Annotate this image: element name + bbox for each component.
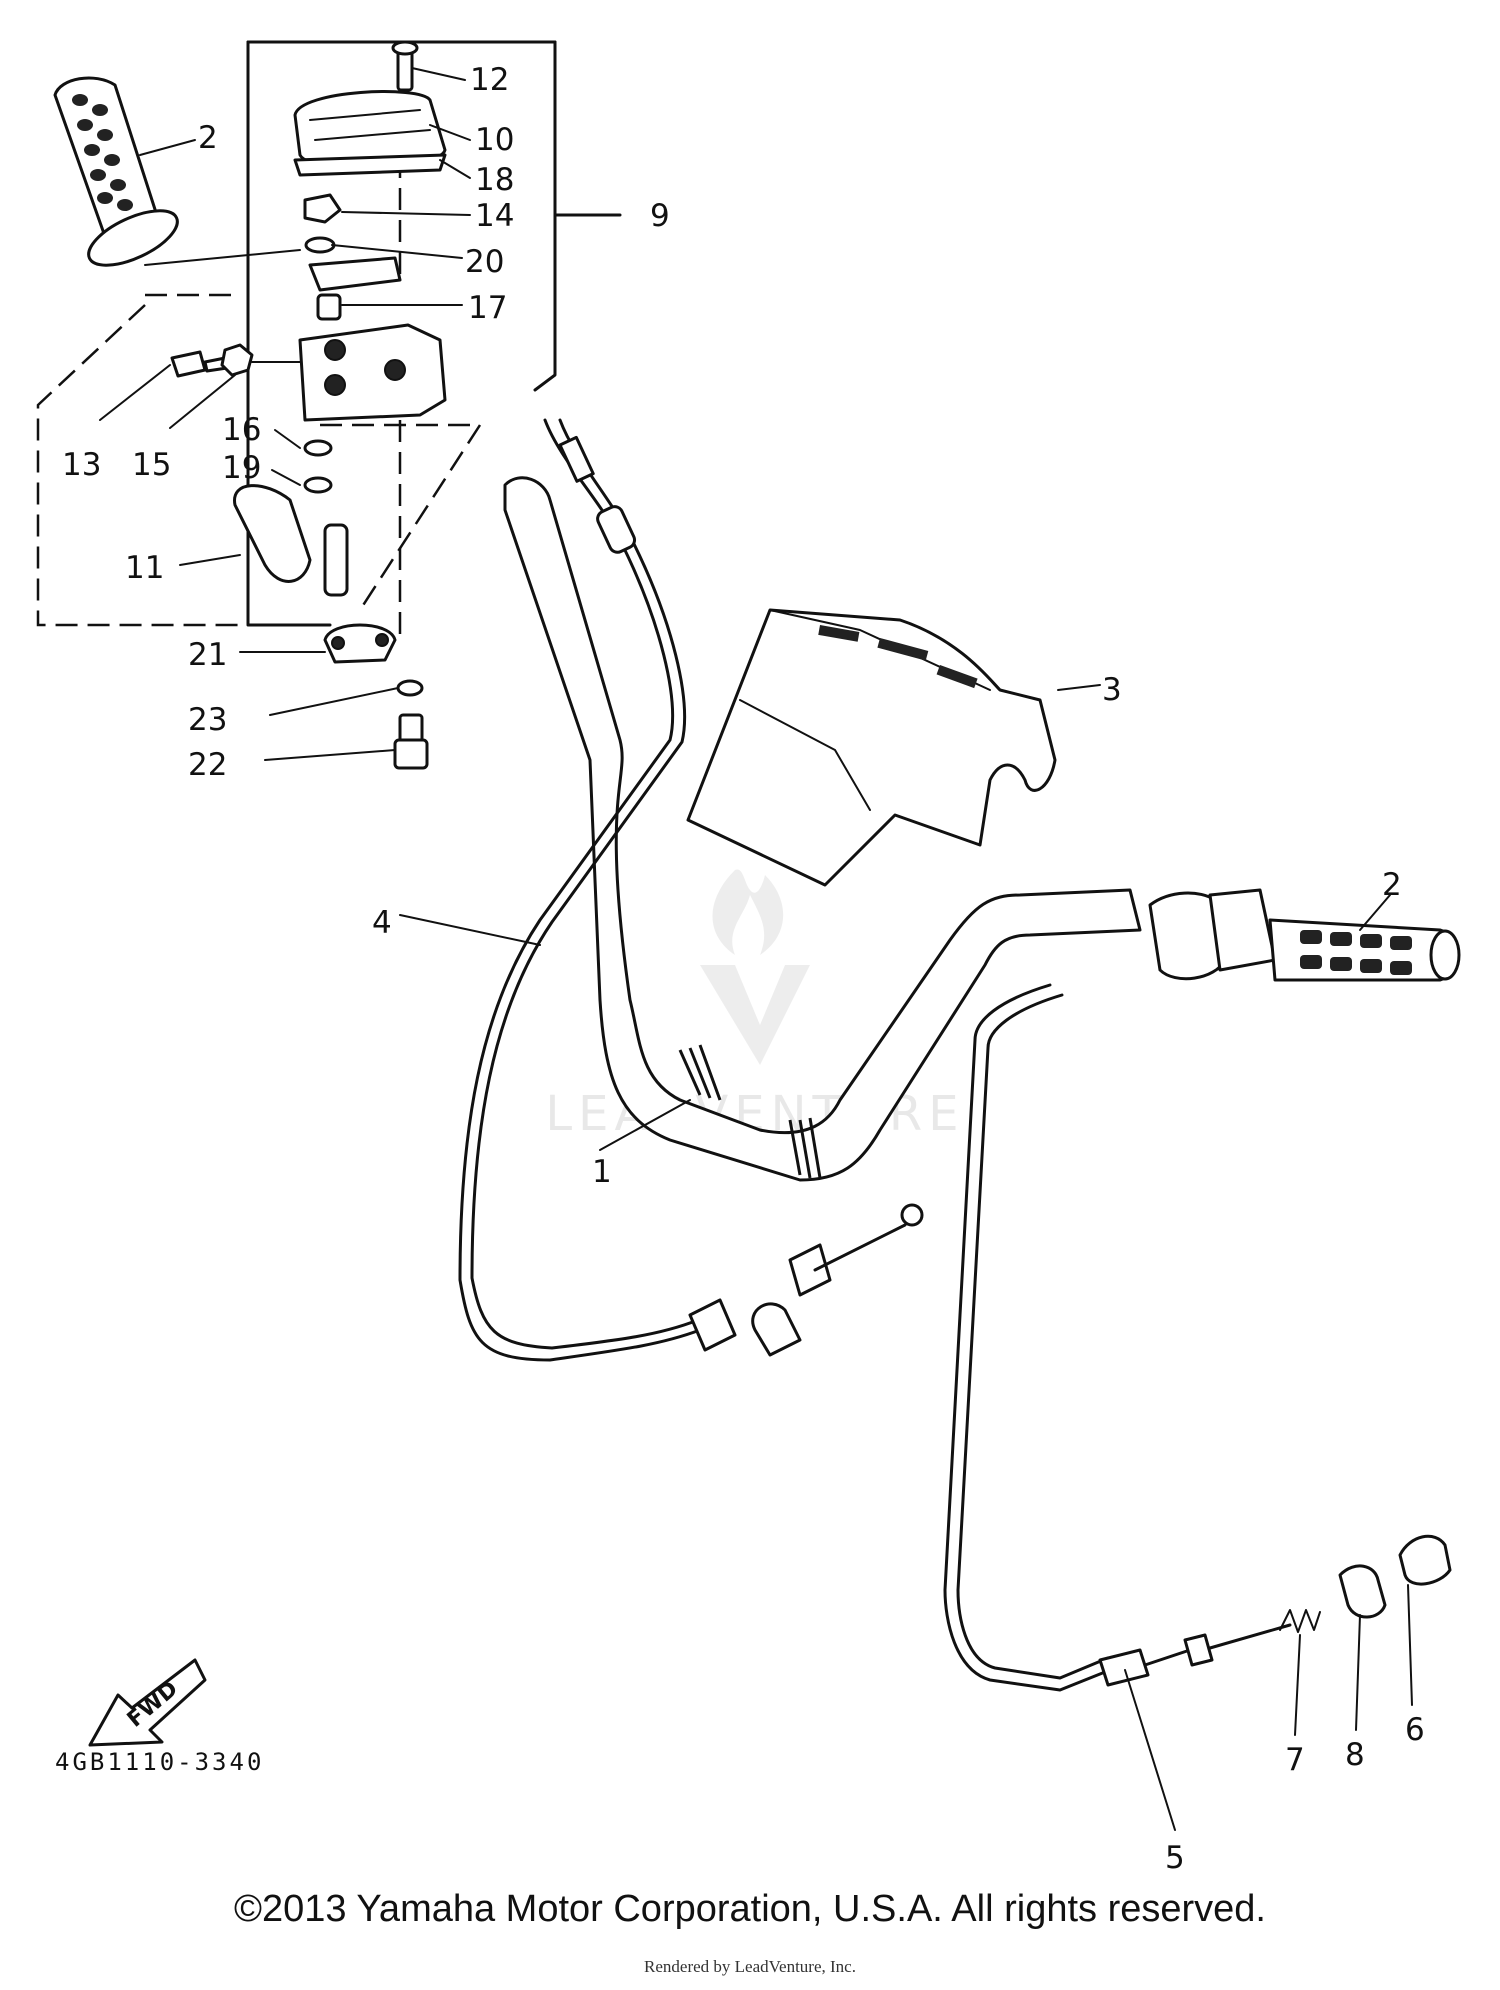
handlebar-cover <box>686 608 1057 887</box>
diagram-code: 4GB1110-3340 <box>55 1748 265 1776</box>
callout-5: 5 <box>1165 1840 1185 1876</box>
callout-19: 19 <box>222 450 261 486</box>
callout-8: 8 <box>1345 1737 1365 1773</box>
callout-3: 3 <box>1102 672 1122 708</box>
callout-1: 1 <box>592 1154 612 1190</box>
callout-17: 17 <box>468 290 507 326</box>
callout-21: 21 <box>188 637 227 673</box>
leader-lines <box>99 67 1413 1831</box>
left-grip <box>53 76 301 267</box>
callout-4: 4 <box>372 905 392 941</box>
fwd-arrow-icon: FWD <box>88 1658 207 1747</box>
callout-22: 22 <box>188 747 227 783</box>
callout-2-right-grip: 2 <box>1382 867 1402 903</box>
callout-20: 20 <box>465 244 504 280</box>
watermark-flame-icon <box>712 869 784 955</box>
callout-7: 7 <box>1285 1742 1305 1778</box>
callout-11: 11 <box>125 550 164 586</box>
rendered-by-credit: Rendered by LeadVenture, Inc. <box>644 1957 856 1976</box>
callout-10: 10 <box>475 122 514 158</box>
callout-16: 16 <box>222 412 261 448</box>
callout-2-left-grip: 2 <box>198 120 218 156</box>
cable-4 <box>458 418 924 1362</box>
callout-12: 12 <box>470 62 509 98</box>
callout-23: 23 <box>188 702 227 738</box>
callout-6: 6 <box>1405 1712 1425 1748</box>
callout-14: 14 <box>475 198 514 234</box>
right-grip-assembly <box>1148 888 1461 982</box>
handlebar <box>503 476 1142 1182</box>
callout-9: 9 <box>650 198 670 234</box>
watermark-v-icon <box>700 965 810 1065</box>
callout-labels: 1 2 2 3 4 5 6 7 8 9 10 11 12 13 14 15 16… <box>62 62 1425 1876</box>
copyright-notice: ©2013 Yamaha Motor Corporation, U.S.A. A… <box>234 1888 1266 1930</box>
callout-15: 15 <box>132 447 171 483</box>
throttle-housing-parts <box>170 40 447 770</box>
cable-5 <box>943 983 1452 1692</box>
callout-13: 13 <box>62 447 101 483</box>
callout-18: 18 <box>475 162 514 198</box>
